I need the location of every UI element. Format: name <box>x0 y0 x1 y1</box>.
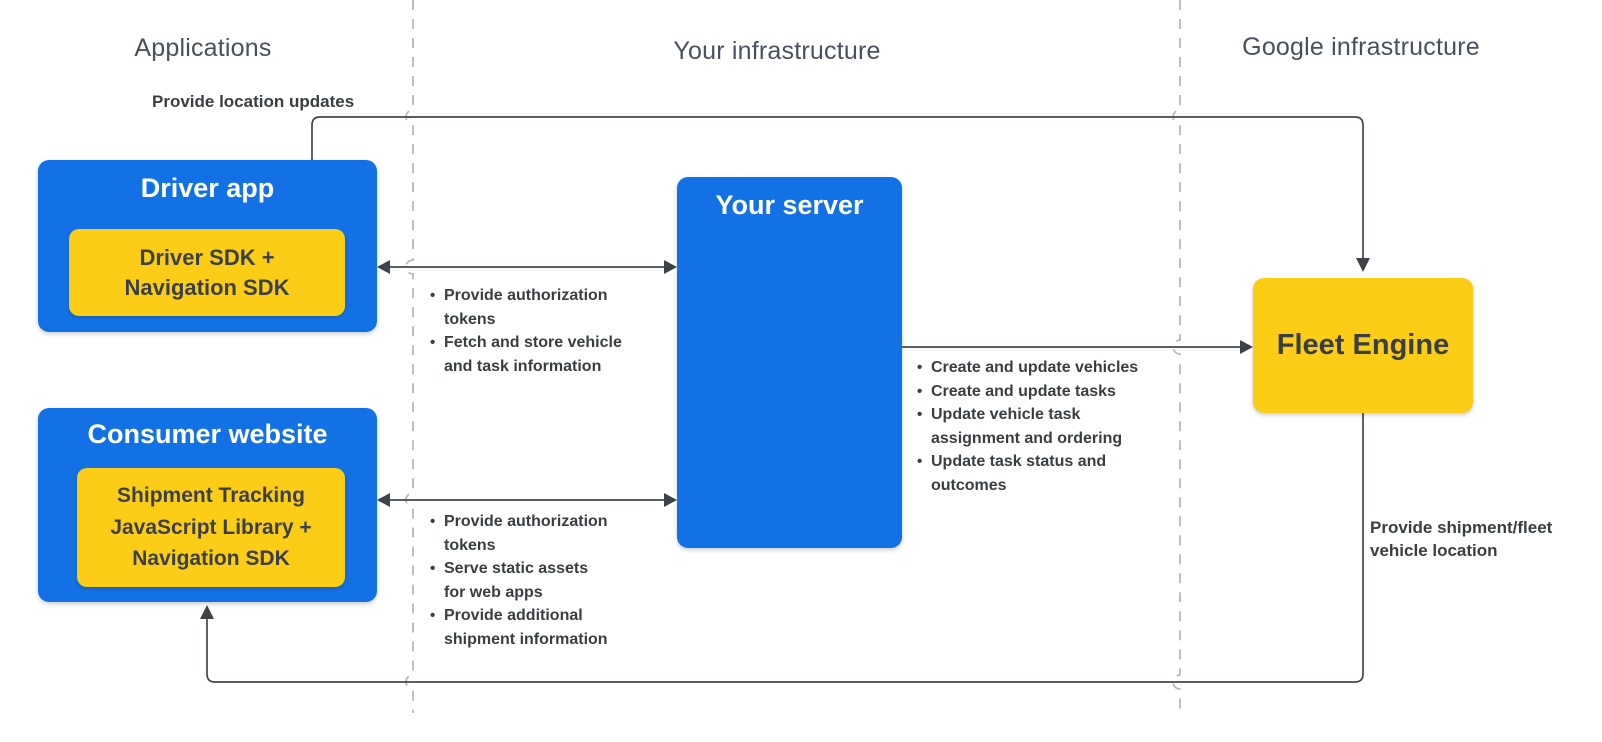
bullet-icon: • <box>917 406 923 423</box>
bullet-icon: • <box>917 453 923 470</box>
arrowhead-left-consumer <box>377 493 390 507</box>
arrowhead-left-driver <box>377 260 390 274</box>
node-driver-sdk: Driver SDK + Navigation SDK <box>69 229 345 316</box>
list-item: • Provide authorization tokens <box>430 510 660 557</box>
arrowhead-down-fleet-top <box>1356 258 1370 272</box>
list-item: • Provide additional shipment informatio… <box>430 604 660 651</box>
arrowhead-up-consumer <box>200 605 214 619</box>
list-item: • Provide authorization tokens <box>430 284 660 331</box>
driver-app-title: Driver app <box>140 173 275 203</box>
list-consumer-server: • Provide authorization tokens • Serve s… <box>430 510 660 651</box>
node-consumer-website: Consumer website Shipment Tracking JavaS… <box>38 408 377 602</box>
column-header-applications: Applications <box>134 34 272 62</box>
node-shipment-tracking-library: Shipment Tracking JavaScript Library + N… <box>77 468 345 587</box>
bullet-icon: • <box>430 287 436 304</box>
connector-fleet-to-consumer <box>206 413 1364 683</box>
list-item: • Create and update tasks <box>917 380 1167 404</box>
divider-dashed-right <box>1172 0 1181 713</box>
list-server-fleet: • Create and update vehicles • Create an… <box>917 356 1167 497</box>
bullet-icon: • <box>430 334 436 351</box>
bullet-icon: • <box>430 560 436 577</box>
list-item: • Fetch and store vehicle and task infor… <box>430 331 660 378</box>
list-item: • Update task status and outcomes <box>917 450 1167 497</box>
edge-label-location-updates: Provide location updates <box>152 92 355 111</box>
node-fleet-engine: Fleet Engine <box>1253 278 1473 413</box>
connector-driver-to-fleet <box>311 116 1364 259</box>
bullet-icon: • <box>917 382 923 400</box>
consumer-website-title: Consumer website <box>87 419 328 449</box>
node-your-server: Your server <box>677 177 902 548</box>
edge-label-shipment-location: Provide shipment/fleet vehicle location <box>1370 518 1553 560</box>
node-driver-app: Driver app Driver SDK + Navigation SDK <box>38 160 377 332</box>
arrowhead-right-fleet <box>1240 340 1253 354</box>
arrowhead-right-server-top <box>664 260 677 274</box>
list-item: • Create and update vehicles <box>917 356 1167 380</box>
your-server-title: Your server <box>715 190 864 220</box>
list-driver-server: • Provide authorization tokens • Fetch a… <box>430 284 660 378</box>
bullet-icon: • <box>430 513 436 530</box>
column-header-your-infrastructure: Your infrastructure <box>673 37 881 65</box>
divider-dashed-left <box>405 0 414 713</box>
list-item: • Serve static assets for web apps <box>430 557 660 604</box>
bullet-icon: • <box>917 359 923 376</box>
list-item: • Update vehicle task assignment and ord… <box>917 403 1167 450</box>
bullet-icon: • <box>430 607 436 624</box>
column-header-google-infrastructure: Google infrastructure <box>1242 33 1480 61</box>
arrowhead-right-server-bottom <box>664 493 677 507</box>
